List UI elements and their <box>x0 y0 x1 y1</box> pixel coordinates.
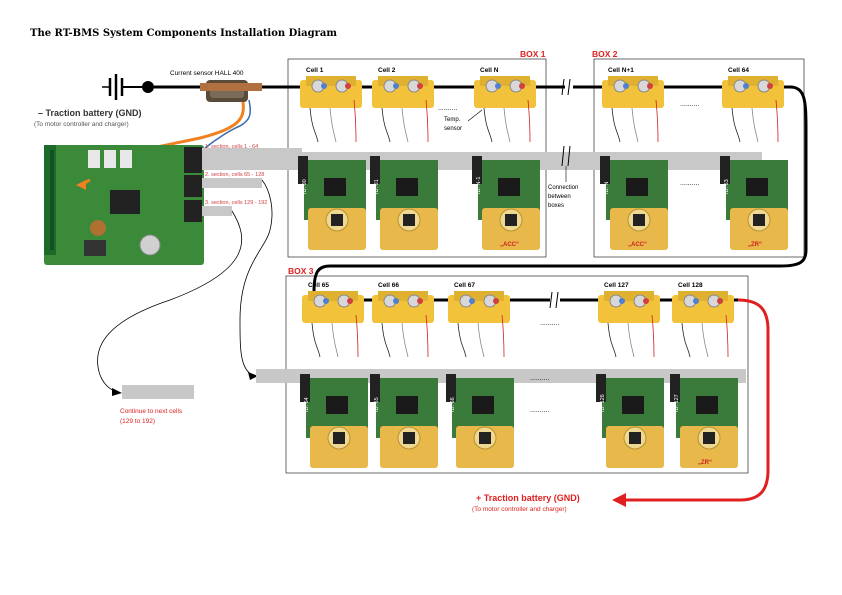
ellipsis-b3-mod: .......... <box>530 407 550 414</box>
continue-line1: Continue to next cells <box>120 408 183 415</box>
module-tag: „ZR“ <box>748 242 762 248</box>
module-b3-4: ID: 127 „ZR“ <box>670 374 738 468</box>
module-id: ID: 66 <box>450 397 456 412</box>
module-b3-2: ID: 66 <box>446 374 514 468</box>
pos-battery-label: + Traction battery (GND) <box>476 493 580 503</box>
box1-break-cable <box>561 145 571 167</box>
box1-break-top <box>561 78 571 96</box>
module-id: ID: 64 <box>304 397 310 412</box>
main-controller-board <box>44 145 204 265</box>
module-b1-1: ID: 01 <box>370 156 438 250</box>
continue-cable <box>122 385 194 399</box>
module-id: ID: N-1 <box>476 177 482 194</box>
connection-label-2: between <box>548 194 571 200</box>
cell-label: Cell 66 <box>378 282 399 289</box>
ellipsis-b3-top: .......... <box>540 320 560 327</box>
module-tag: „ZR“ <box>698 460 712 466</box>
cell-label: Cell 127 <box>604 282 629 289</box>
temp-sensor-label-1: Temp. <box>444 117 461 123</box>
module-b3-0: ID: 64 <box>300 374 368 468</box>
section2-cable <box>202 178 262 188</box>
module-b3-1: ID: 65 <box>370 374 438 468</box>
cell-b3-4: Cell 128 <box>672 282 734 358</box>
section1-label: 1. section, cells 1 - 64 <box>205 144 258 150</box>
module-b2-1: ID: 63 „ZR“ <box>720 156 788 250</box>
box3-label: BOX 3 <box>288 266 314 276</box>
cell-label: Cell 2 <box>378 67 396 74</box>
section3-label: 3. section, cells 129 - 192 <box>205 200 267 206</box>
cell-b3-2: Cell 67 <box>448 282 510 358</box>
section2-label: 2. section, cells 65 - 128 <box>205 172 264 178</box>
cell-b1-0: Cell 1 <box>300 67 362 143</box>
temp-sensor-label-2: sensor <box>444 126 462 132</box>
ellipsis-b2-mod: .......... <box>680 180 700 187</box>
module-id: ID: N <box>604 181 610 194</box>
cell-label: Cell 1 <box>306 67 324 74</box>
ground-symbol <box>102 74 154 100</box>
module-id: ID: 126 <box>600 394 606 412</box>
continue-line2: (129 to 192) <box>120 418 155 425</box>
module-b1-2: ID: N-1 „ACC“ <box>472 156 540 250</box>
module-id: ID: 65 <box>374 397 380 412</box>
ellipsis-b2-top: .......... <box>680 82 700 89</box>
neg-battery-label: – Traction battery (GND) <box>38 108 142 118</box>
cell-label: Cell 128 <box>678 282 703 289</box>
pos-battery-sub: (To motor controller and charger) <box>472 506 567 513</box>
cell-label: Cell N+1 <box>608 67 634 74</box>
module-tag: „ACC“ <box>500 242 519 248</box>
cell-label: Cell 64 <box>728 67 749 74</box>
connection-label-3: boxes <box>548 203 564 209</box>
cell-b1-2: Cell N <box>474 67 536 143</box>
module-id: ID: 01 <box>374 179 380 194</box>
ellipsis-b1-mid: .......... <box>438 105 458 112</box>
page-title: The RT-BMS System Components Installatio… <box>30 28 337 39</box>
cell-label: Cell 65 <box>308 282 329 289</box>
cell-b2-1: Cell 64 <box>722 67 784 143</box>
module-id: ID: 00 <box>302 179 308 194</box>
cell-b3-1: Cell 66 <box>372 282 434 358</box>
cell-b3-3: Cell 127 <box>598 282 660 358</box>
box1-label: BOX 1 <box>520 49 546 59</box>
module-tag: „ACC“ <box>628 242 647 248</box>
cell-label: Cell N <box>480 67 499 74</box>
box2-label: BOX 2 <box>592 49 618 59</box>
cell-b1-1: Cell 2 <box>372 67 434 143</box>
current-sensor-label: Current sensor HALL 400 <box>170 70 244 77</box>
cell-label: Cell 67 <box>454 282 475 289</box>
module-b2-0: ID: N „ACC“ <box>600 156 668 250</box>
module-b1-0: ID: 00 <box>298 156 366 250</box>
module-id: ID: 127 <box>674 394 680 412</box>
ellipsis-b3-cable: .......... <box>530 375 550 382</box>
current-sensor <box>200 80 262 102</box>
cell-b3-0: Cell 65 <box>302 282 364 358</box>
section3-cable <box>202 206 232 216</box>
cell-b2-0: Cell N+1 <box>602 67 664 143</box>
ellipsis-b2-mid: .......... <box>680 101 700 108</box>
ellipsis-b1-top: .......... <box>438 82 458 89</box>
module-id: ID: 63 <box>724 179 730 194</box>
module-b3-3: ID: 126 <box>596 374 664 468</box>
neg-battery-sub: (To motor controller and charger) <box>34 121 129 128</box>
connection-label-1: Connection <box>548 185 578 191</box>
